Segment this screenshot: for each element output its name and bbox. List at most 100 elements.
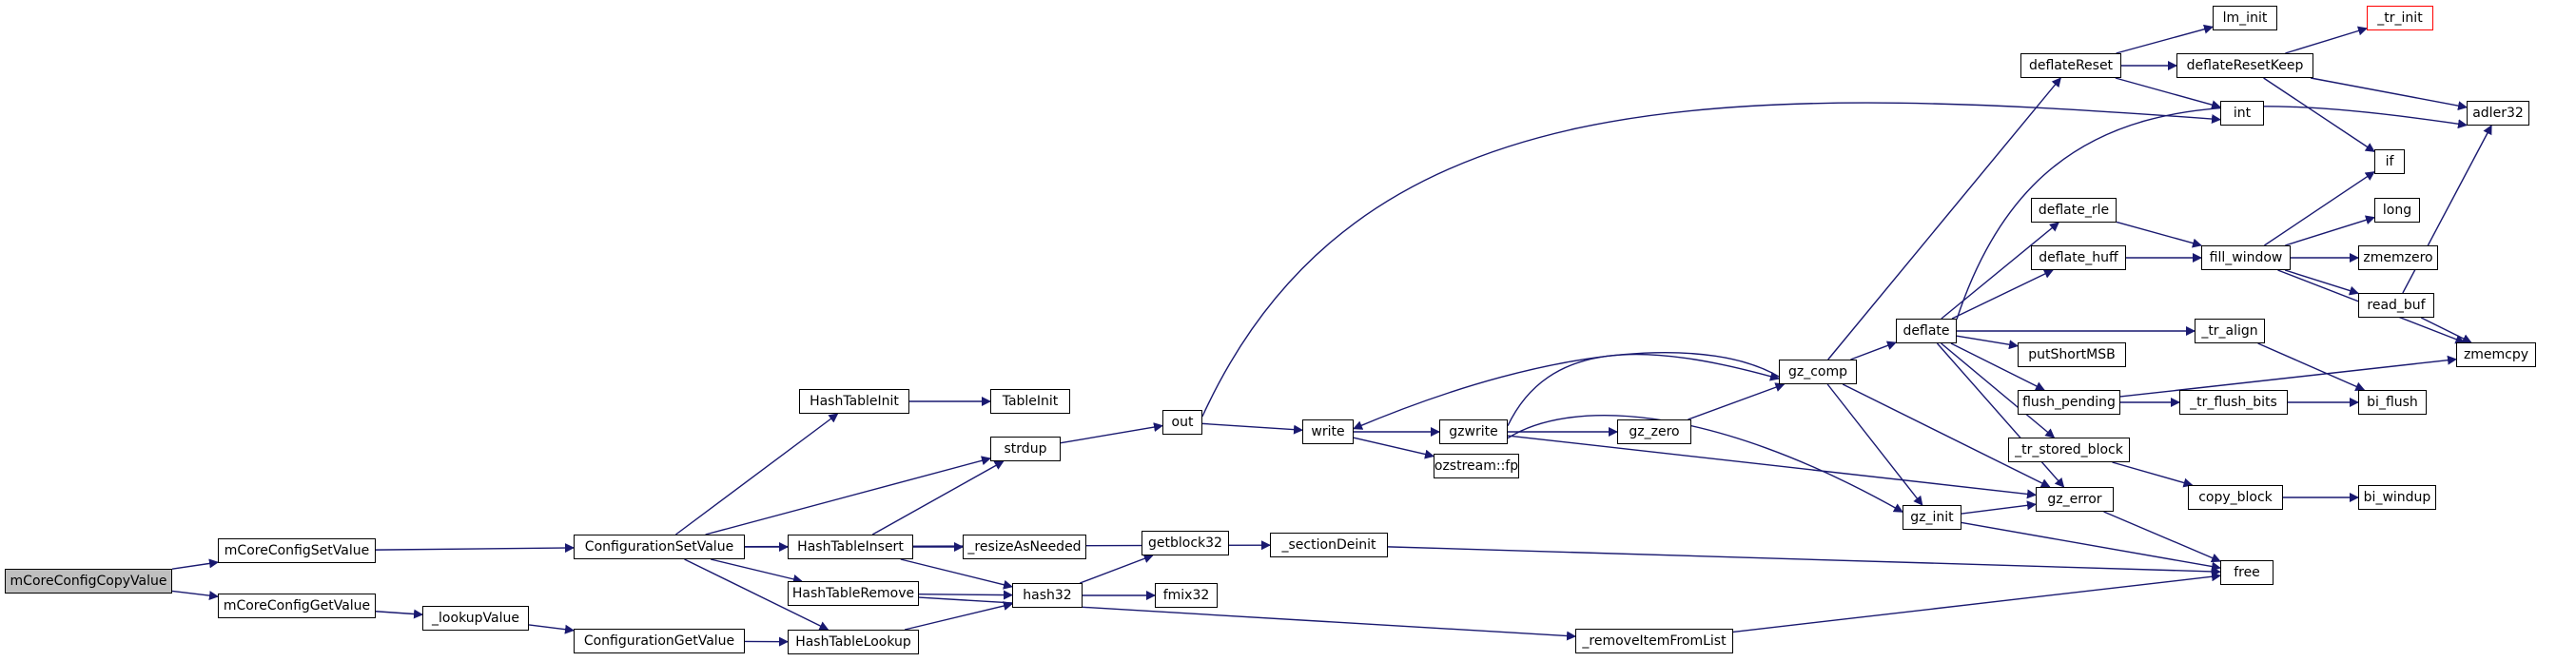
node-fill-window[interactable]: fill_window <box>2201 245 2291 270</box>
edge-write-to-ozstream-fp <box>1353 437 1434 459</box>
node-removeitemfromlist[interactable]: _removeItemFromList <box>1575 629 1733 653</box>
node-ozstream-fp[interactable]: ozstream::fp <box>1434 454 1519 478</box>
node-gz-error[interactable]: gz_error <box>2036 487 2114 512</box>
node-fmix32[interactable]: fmix32 <box>1155 583 1218 608</box>
edge-deflate-to-deflate-rle <box>1941 222 2059 320</box>
edge-gzwrite-to-gz-error <box>1507 435 2037 499</box>
edge-mcoreconfigcopyvalue-to-mcoreconfiggetvalue <box>171 590 219 601</box>
node-strdup[interactable]: strdup <box>990 437 1061 461</box>
node-getblock32[interactable]: getblock32 <box>1142 531 1229 555</box>
edge-configurationsetvalue-to-strdup <box>705 456 991 535</box>
edge-hashtableinsert-to-hash32 <box>900 558 1013 590</box>
node-long[interactable]: long <box>2374 198 2420 223</box>
edge-deflatereset-to-lm-init <box>2116 24 2214 54</box>
edge-gz-zero-to-gz-comp <box>1688 382 1786 420</box>
edge-gz-init-to-gz-error <box>1961 500 2037 515</box>
edge-gz-comp-to-write <box>1353 352 1780 430</box>
node-hashtableinit[interactable]: HashTableInit <box>799 389 909 414</box>
node-mcoreconfigsetvalue[interactable]: mCoreConfigSetValue <box>218 538 376 563</box>
edge--sectiondeinit-to-free <box>1387 546 2221 576</box>
node-write[interactable]: write <box>1302 419 1354 444</box>
node-mcoreconfigcopyvalue: mCoreConfigCopyValue <box>5 569 172 594</box>
node-configurationgetvalue[interactable]: ConfigurationGetValue <box>574 629 745 653</box>
node-lookupvalue[interactable]: _lookupValue <box>422 606 529 631</box>
edge-fill-window-to-if <box>2264 171 2375 246</box>
edge-configurationsetvalue-to-hashtableinit <box>674 413 839 535</box>
node-zmemzero[interactable]: zmemzero <box>2358 245 2438 270</box>
edge-gzwrite-to-gz-init <box>1507 414 1903 513</box>
edge-deflate-to-putshortmsb <box>1956 335 2019 350</box>
node-gz-init[interactable]: gz_init <box>1903 505 1961 530</box>
edge-mcoreconfigsetvalue-to-configurationsetvalue <box>375 543 575 554</box>
edge-deflate-to-adler32 <box>1956 106 2468 321</box>
node-tableinit[interactable]: TableInit <box>990 389 1070 414</box>
edge-out-to-int <box>1201 102 2221 418</box>
node-resizeasneeded[interactable]: _resizeAsNeeded <box>963 535 1086 559</box>
node-deflate-rle[interactable]: deflate_rle <box>2031 198 2117 223</box>
node-hashtableinsert[interactable]: HashTableInsert <box>788 535 913 559</box>
node-tr-flush-bits[interactable]: _tr_flush_bits <box>2179 390 2288 415</box>
edge-hashtablelookup-to-hash32 <box>904 601 1013 631</box>
edge-out-to-write <box>1201 422 1303 435</box>
node-mcoreconfiggetvalue[interactable]: mCoreConfigGetValue <box>218 594 376 618</box>
node-zmemcpy[interactable]: zmemcpy <box>2456 342 2536 367</box>
node-copy-block[interactable]: copy_block <box>2188 485 2283 510</box>
node-gz-zero[interactable]: gz_zero <box>1617 419 1691 444</box>
edge-mcoreconfigcopyvalue-to-mcoreconfigsetvalue <box>171 558 219 570</box>
edge-hashtableremove-to-hash32 <box>918 590 1013 600</box>
node-configurationsetvalue[interactable]: ConfigurationSetValue <box>574 535 745 559</box>
node-deflateresetkeep[interactable]: deflateResetKeep <box>2176 53 2313 78</box>
edge-deflateresetkeep-to-if <box>2263 77 2375 152</box>
node-hash32[interactable]: hash32 <box>1012 583 1083 608</box>
node-bi-windup[interactable]: bi_windup <box>2358 485 2436 510</box>
edge-read-buf-to-zmemcpy <box>2420 317 2472 343</box>
node-hashtableremove[interactable]: HashTableRemove <box>788 581 919 606</box>
edge-gz-comp-to-gz-error <box>1842 383 2051 488</box>
node-putshortmsb[interactable]: putShortMSB <box>2018 342 2126 367</box>
node-tr-stored-block[interactable]: _tr_stored_block <box>2008 438 2130 462</box>
edge--lookupvalue-to-configurationgetvalue <box>528 624 575 634</box>
edge--tr-stored-block-to-copy-block <box>2112 461 2194 488</box>
edge-flush-pending-to-zmemcpy <box>2119 355 2457 398</box>
node-deflatereset[interactable]: deflateReset <box>2020 53 2121 78</box>
edge-deflate-to-gz-error <box>1936 342 2065 488</box>
edge-mcoreconfiggetvalue-to--lookupvalue <box>375 609 423 619</box>
edge-gz-init-to-free <box>1961 521 2221 572</box>
node-lm-init[interactable]: lm_init <box>2213 6 2277 30</box>
edge-deflate-to-flush-pending <box>1950 342 2045 391</box>
node-int[interactable]: int <box>2220 101 2264 126</box>
node-tr-align[interactable]: _tr_align <box>2195 319 2265 343</box>
edge-fill-window-to-read-buf <box>2284 269 2359 296</box>
node-deflate-huff[interactable]: deflate_huff <box>2031 245 2126 270</box>
edge-hash32-to-getblock32 <box>1080 554 1154 584</box>
edge-deflateresetkeep-to--tr-init <box>2285 26 2368 54</box>
node-adler32[interactable]: adler32 <box>2467 101 2529 126</box>
edge-gzwrite-to-gz-comp <box>1507 353 1780 427</box>
node-if[interactable]: if <box>2374 149 2405 174</box>
node-hashtablelookup[interactable]: HashTableLookup <box>788 630 919 654</box>
edge-deflateresetkeep-to-adler32 <box>2311 77 2468 111</box>
edge--tr-align-to-bi-flush <box>2257 342 2366 391</box>
node-free[interactable]: free <box>2220 560 2274 585</box>
edge-gz-comp-to-gz-init <box>1826 383 1923 506</box>
node-read-buf[interactable]: read_buf <box>2358 293 2434 318</box>
edge-hashtableinsert-to-strdup <box>871 460 1005 535</box>
edge-configurationsetvalue-to-hashtableremove <box>710 558 803 584</box>
edge-deflate-rle-to-fill-window <box>2116 221 2202 248</box>
node-sectiondeinit[interactable]: _sectionDeinit <box>1270 533 1388 557</box>
node-gz-comp[interactable]: gz_comp <box>1779 360 1857 384</box>
node-out[interactable]: out <box>1162 410 1202 435</box>
edge--removeitemfromlist-to-free <box>1732 572 2221 633</box>
node-gzwrite[interactable]: gzwrite <box>1439 419 1508 444</box>
node-tr-init[interactable]: _tr_init <box>2367 6 2433 30</box>
edge-deflate-to--tr-stored-block <box>1941 342 2056 438</box>
node-bi-flush[interactable]: bi_flush <box>2358 390 2427 415</box>
edge-gz-comp-to-deflatereset <box>1827 77 2061 360</box>
node-flush-pending[interactable]: flush_pending <box>2018 390 2120 415</box>
edge-configurationsetvalue-to-hashtablelookup <box>684 558 829 631</box>
edge-deflatereset-to-int <box>2115 77 2221 110</box>
edge-strdup-to-out <box>1060 422 1163 444</box>
edge-deflate-to-deflate-huff <box>1951 269 2054 320</box>
node-deflate[interactable]: deflate <box>1896 319 1957 343</box>
